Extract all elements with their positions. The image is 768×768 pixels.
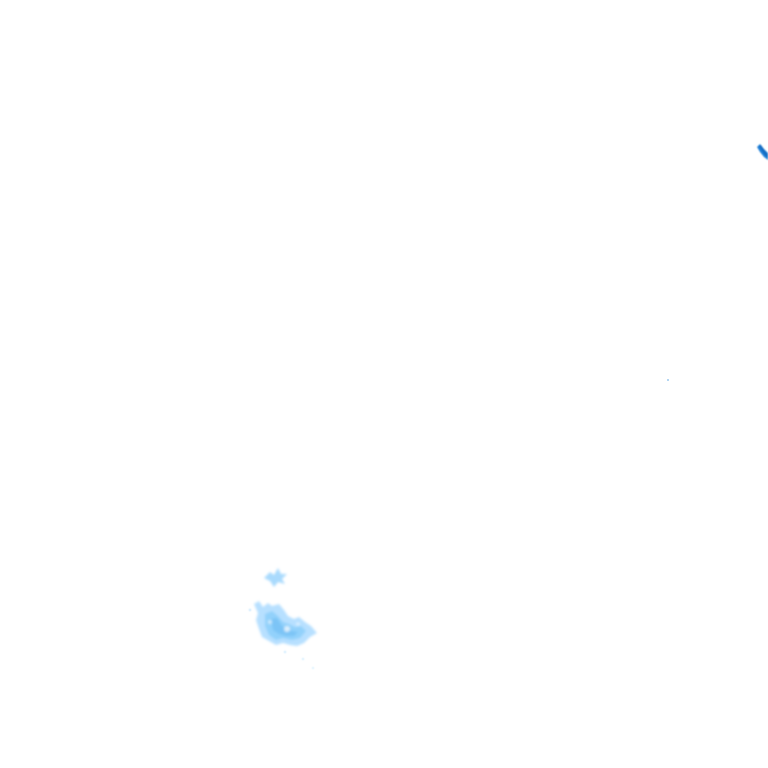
echo-cell-upper <box>264 568 287 587</box>
echo-specks-south-west <box>248 608 314 669</box>
echo-speck-east <box>667 379 669 381</box>
echo-cluster-south-west <box>254 568 317 646</box>
echo-streak-north-east <box>757 144 768 160</box>
echo-cell-core-strong <box>271 618 298 636</box>
